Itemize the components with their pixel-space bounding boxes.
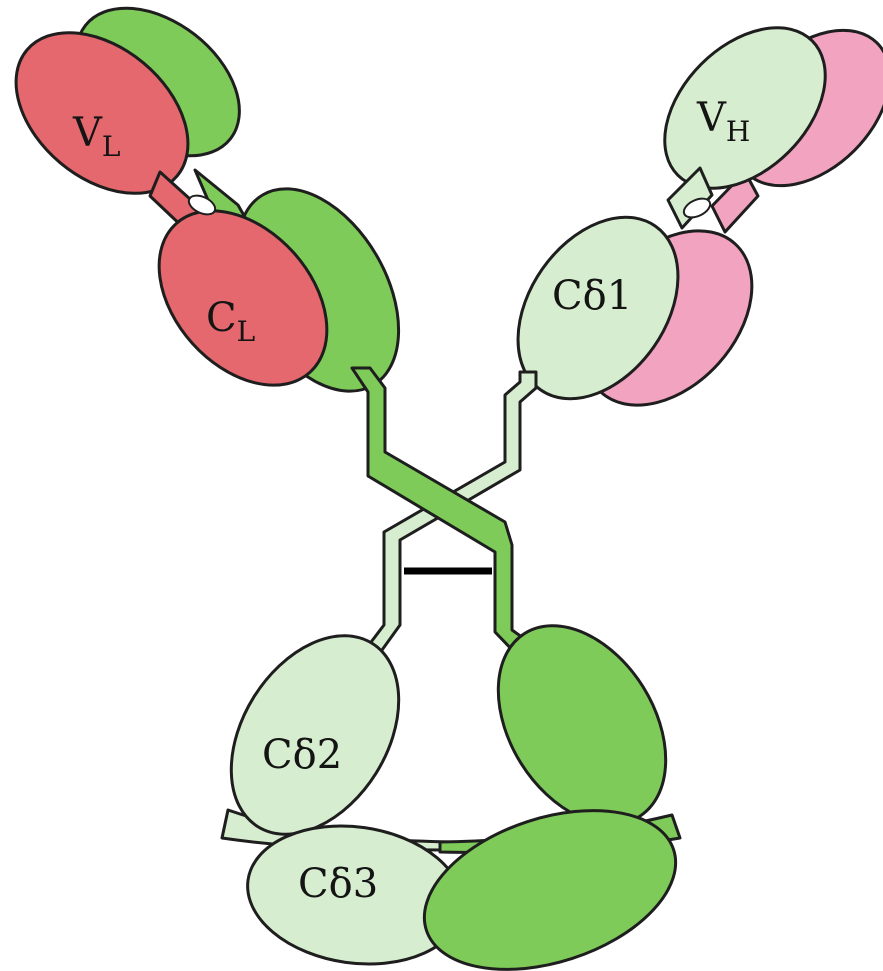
right-arm (485, 0, 883, 438)
vh-label-sub: H (726, 115, 750, 148)
vl-label-sub: L (102, 130, 121, 163)
left-arm (0, 0, 432, 419)
cd2-label: Cδ2 (262, 732, 342, 778)
cd3-label: Cδ3 (298, 861, 378, 907)
fc-region (197, 595, 701, 971)
vh-label-main: V (696, 95, 727, 141)
right-ch3-domain (404, 781, 696, 971)
cl-label-main: C (206, 295, 237, 341)
vl-label-main: V (72, 110, 103, 156)
hinge-region (352, 368, 540, 658)
cd1-label: Cδ1 (552, 273, 632, 319)
cl-label-sub: L (237, 315, 256, 348)
